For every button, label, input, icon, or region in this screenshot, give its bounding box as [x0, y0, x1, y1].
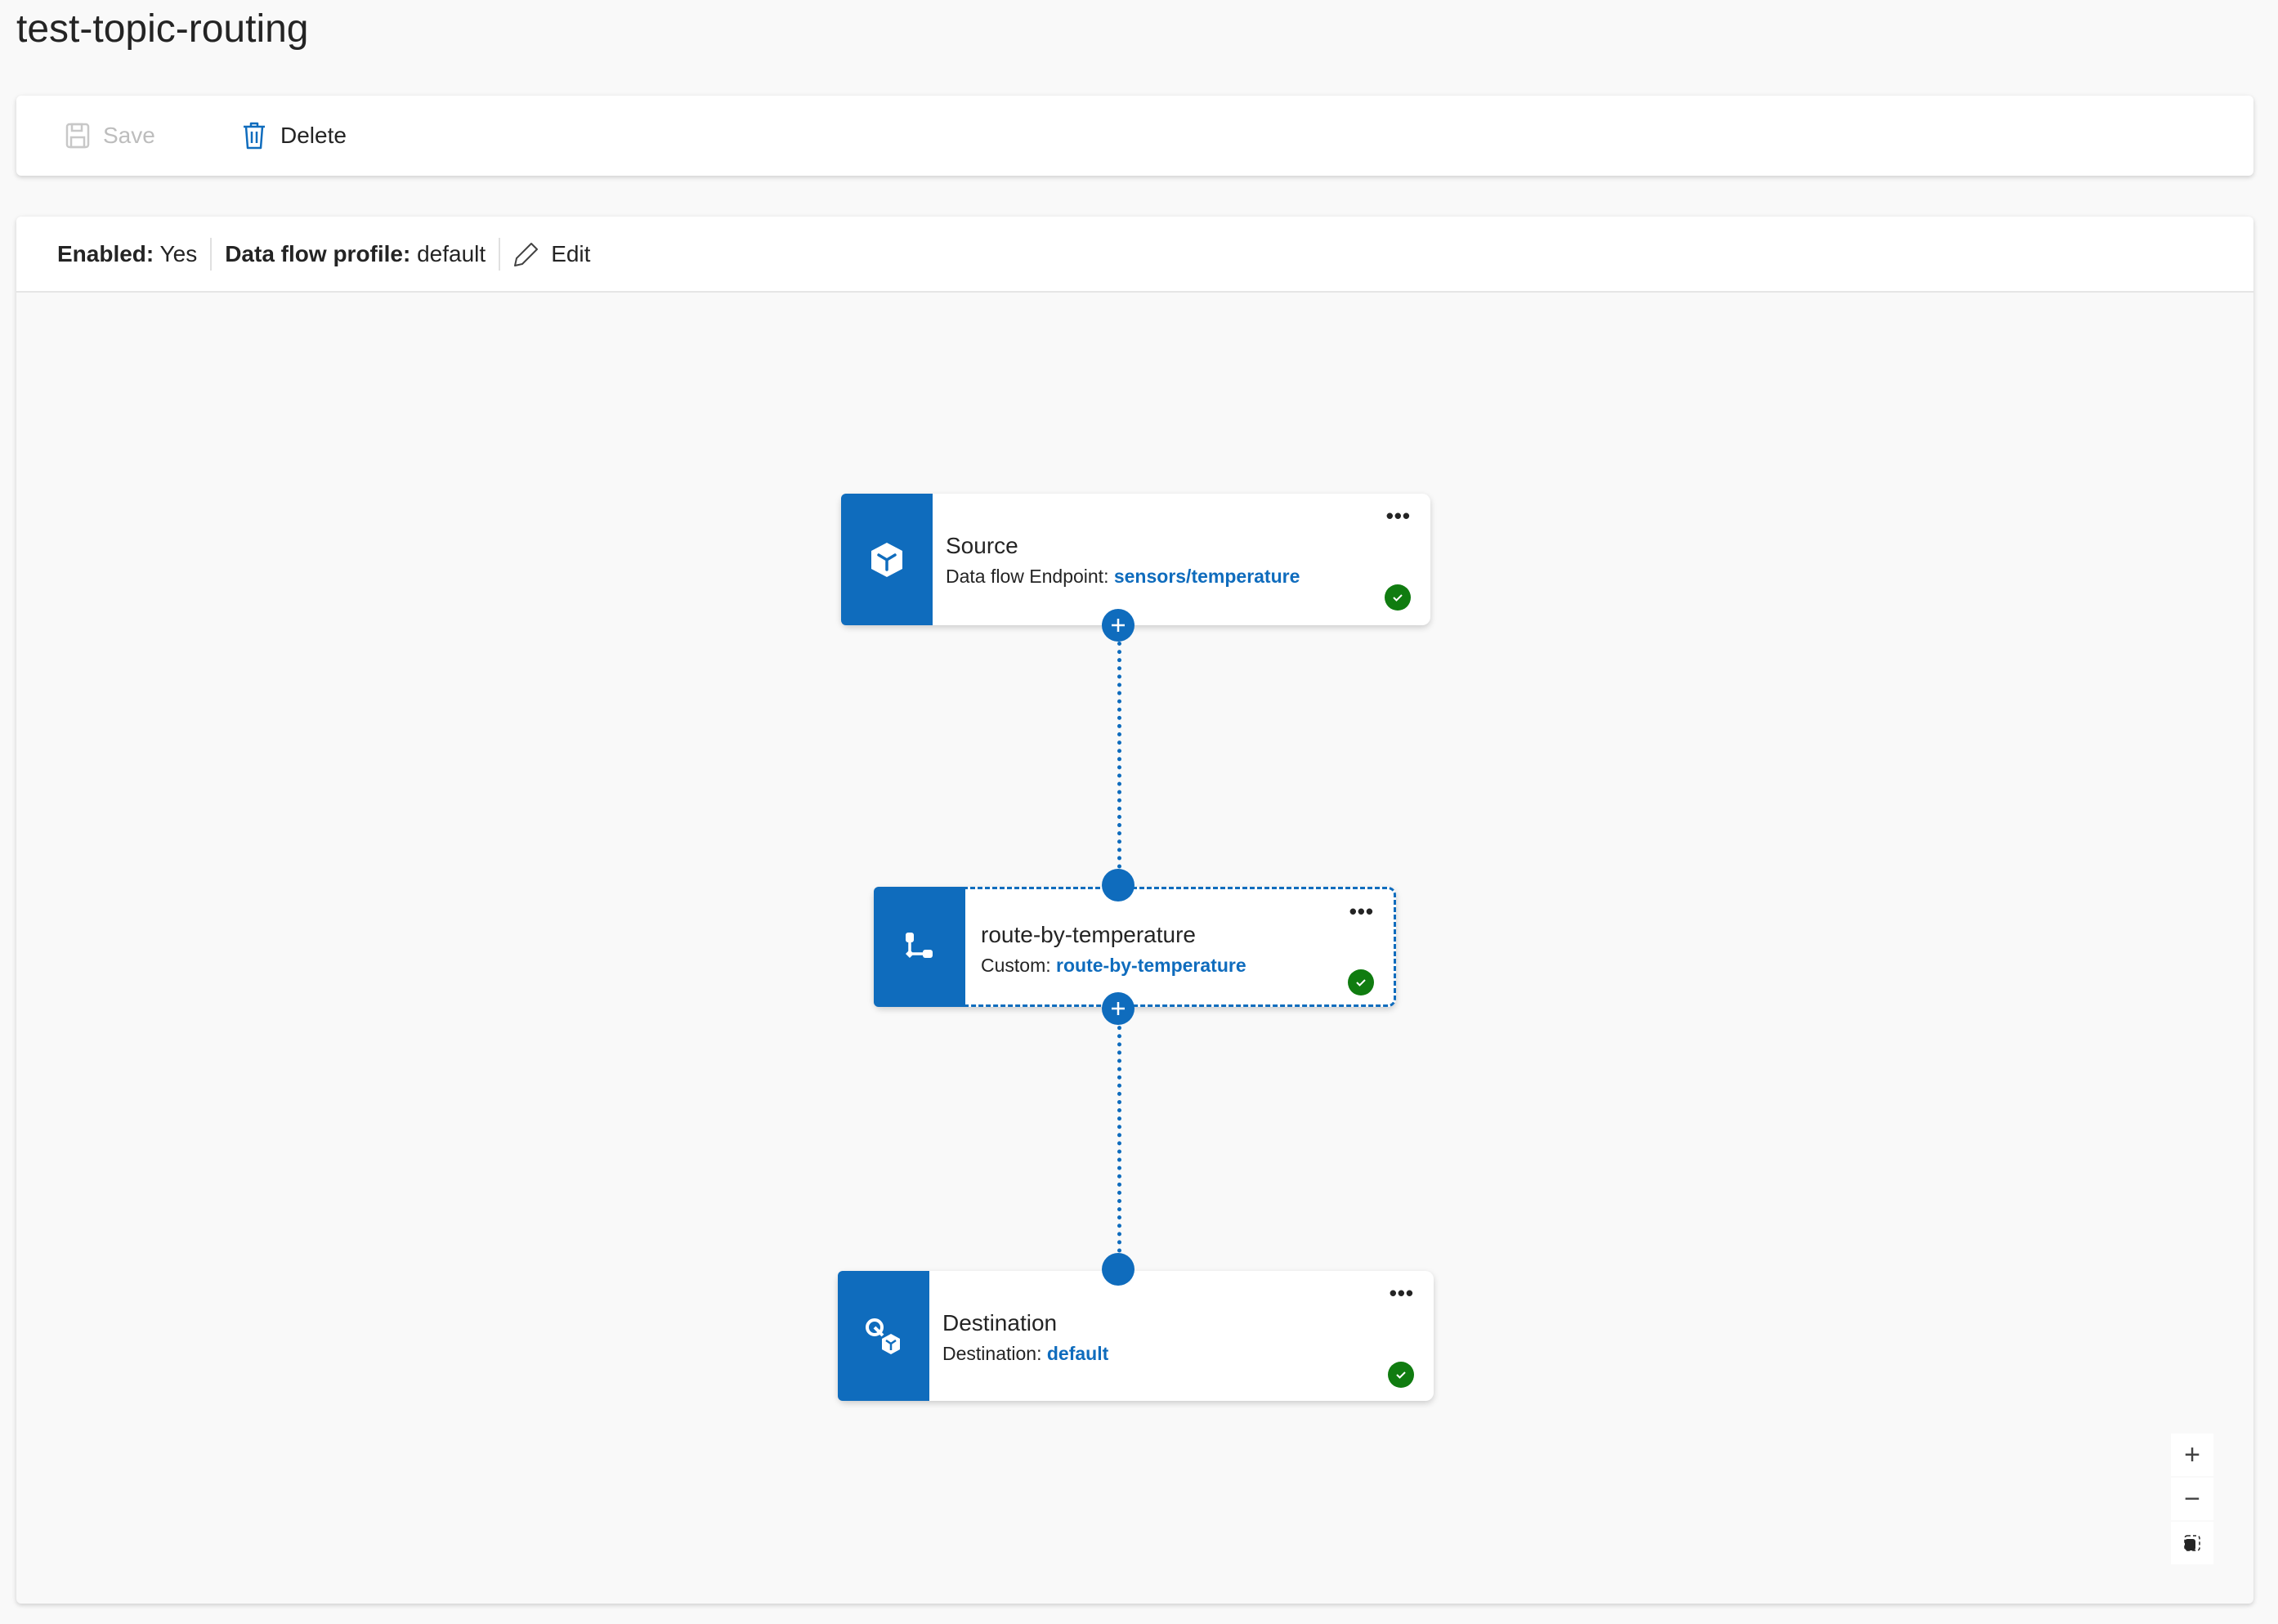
- plus-icon: [1112, 619, 1125, 632]
- trash-icon: [244, 122, 265, 150]
- dataflow-canvas-card: Enabled: Yes Data flow profile: default …: [16, 217, 2253, 1604]
- divider: [499, 237, 501, 271]
- node-title: Source: [946, 533, 1018, 558]
- zoom-out-button[interactable]: −: [2171, 1478, 2213, 1520]
- plus-icon: +: [2184, 1438, 2200, 1470]
- connector-transform-destination: [1117, 1009, 1121, 1269]
- fit-view-button[interactable]: [2171, 1522, 2213, 1564]
- more-options-button[interactable]: •••: [1385, 503, 1411, 528]
- input-handle[interactable]: [1102, 869, 1135, 901]
- node-title: route-by-temperature: [981, 922, 1197, 947]
- transform-node[interactable]: route-by-temperature Custom: route-by-te…: [874, 887, 1396, 1007]
- save-button[interactable]: Save: [65, 96, 155, 176]
- dataflow-properties-bar: Enabled: Yes Data flow profile: default …: [16, 217, 2253, 293]
- node-subtitle: Data flow Endpoint: sensors/temperature: [946, 566, 1300, 587]
- add-step-button[interactable]: [1102, 992, 1135, 1025]
- transform-link[interactable]: route-by-temperature: [1056, 955, 1246, 976]
- fit-view-icon: [2184, 1535, 2200, 1551]
- save-icon: [65, 123, 90, 149]
- page-title: test-topic-routing: [16, 7, 309, 51]
- profile-status: Data flow profile: default: [225, 240, 486, 266]
- delete-label: Delete: [280, 123, 347, 148]
- branch-icon: [874, 887, 965, 1007]
- pencil-icon: [514, 242, 539, 266]
- more-options-button[interactable]: •••: [1389, 1281, 1414, 1305]
- success-check-icon: [1388, 1362, 1414, 1388]
- zoom-in-button[interactable]: +: [2171, 1434, 2213, 1476]
- destination-icon: [838, 1271, 929, 1401]
- cube-icon: [841, 494, 933, 625]
- connector-source-transform: [1117, 642, 1121, 885]
- minus-icon: −: [2184, 1483, 2200, 1514]
- destination-node[interactable]: Destination Destination: default •••: [838, 1271, 1434, 1401]
- delete-button[interactable]: Delete: [241, 96, 347, 176]
- node-subtitle: Destination: default: [942, 1343, 1109, 1364]
- save-label: Save: [103, 123, 155, 148]
- success-check-icon: [1348, 969, 1374, 995]
- source-node[interactable]: Source Data flow Endpoint: sensors/tempe…: [841, 494, 1430, 625]
- enabled-status: Enabled: Yes: [57, 240, 198, 266]
- node-title: Destination: [942, 1310, 1058, 1335]
- command-bar: Save Delete: [16, 96, 2253, 176]
- input-handle[interactable]: [1102, 1253, 1135, 1286]
- add-step-button[interactable]: [1102, 609, 1135, 642]
- divider: [210, 237, 213, 271]
- endpoint-link[interactable]: sensors/temperature: [1113, 566, 1300, 587]
- plus-icon: [1112, 1002, 1125, 1015]
- success-check-icon: [1385, 584, 1411, 611]
- edit-button[interactable]: Edit: [513, 241, 590, 267]
- node-subtitle: Custom: route-by-temperature: [981, 955, 1246, 976]
- more-options-button[interactable]: •••: [1349, 899, 1374, 924]
- destination-link[interactable]: default: [1046, 1343, 1109, 1364]
